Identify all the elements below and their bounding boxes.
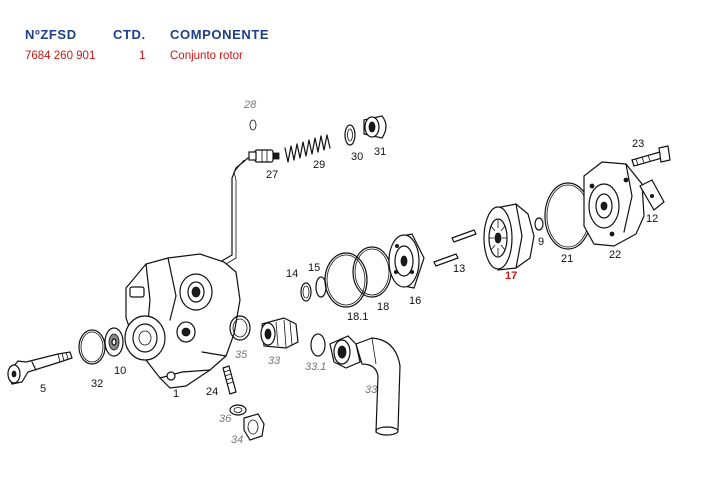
col-header-component: COMPONENTE — [170, 27, 270, 42]
callout-22: 22 — [609, 249, 621, 261]
callout-30: 30 — [351, 151, 363, 163]
part-36-washer[interactable] — [229, 404, 247, 416]
callout-12: 12 — [646, 213, 658, 225]
part-28-oring[interactable] — [249, 119, 257, 131]
part-9-oring[interactable] — [534, 217, 544, 231]
callout-28: 28 — [243, 99, 257, 111]
col-header-quantity: CTD. — [113, 27, 146, 42]
callout-35: 35 — [235, 349, 248, 361]
callout-33-right: 33 — [365, 384, 378, 396]
part-18-1-oring[interactable] — [324, 252, 368, 308]
part-29-spring[interactable] — [284, 134, 331, 163]
callout-33-left: 33 — [268, 355, 281, 367]
part-18-oring[interactable] — [352, 246, 392, 298]
callout-14: 14 — [286, 268, 298, 280]
part-23-bolt[interactable] — [631, 145, 671, 167]
part-27-valve-plug[interactable] — [248, 149, 280, 163]
callout-27: 27 — [266, 169, 278, 181]
part-12-plate[interactable] — [639, 179, 665, 211]
callout-labels: 28 27 29 30 31 23 12 9 21 22 13 17 14 15… — [40, 99, 658, 446]
part-number-value: 7684 260 901 — [25, 50, 96, 62]
callout-17: 17 — [505, 270, 517, 282]
part-14-ring[interactable] — [300, 282, 312, 302]
part-33-elbow-pipe[interactable] — [329, 335, 401, 436]
callout-18: 18 — [377, 301, 389, 313]
callout-34: 34 — [231, 434, 243, 446]
callout-23: 23 — [632, 138, 644, 150]
part-33-fitting-left[interactable] — [260, 317, 299, 349]
callout-9: 9 — [538, 236, 544, 248]
part-35-oring[interactable] — [229, 315, 251, 341]
callout-21: 21 — [561, 253, 573, 265]
callout-31: 31 — [374, 146, 386, 158]
part-33-1-oring[interactable] — [310, 333, 326, 357]
callout-10: 10 — [114, 365, 126, 377]
part-10-shaft-seal[interactable] — [104, 327, 124, 357]
callout-16: 16 — [409, 295, 421, 307]
callout-5: 5 — [40, 383, 46, 395]
part-1-pump-housing[interactable] — [124, 253, 241, 389]
quantity-value: 1 — [139, 50, 146, 62]
callout-32: 32 — [91, 378, 103, 390]
part-16-pressure-plate[interactable] — [388, 233, 425, 289]
part-30-ring[interactable] — [344, 124, 356, 146]
callout-18-1: 18.1 — [347, 311, 368, 323]
callout-15: 15 — [308, 262, 320, 274]
col-header-part-number: NºZFSD — [25, 27, 77, 42]
part-31-cap[interactable] — [363, 115, 387, 139]
parts-header: NºZFSD CTD. COMPONENTE 7684 260 901 1 Co… — [0, 0, 720, 70]
component-value: Conjunto rotor — [170, 50, 243, 62]
callout-33-1: 33.1 — [305, 361, 326, 373]
part-17-rotor-assembly[interactable] — [483, 203, 535, 271]
callout-13: 13 — [453, 263, 465, 275]
part-5-drive-shaft[interactable] — [7, 351, 73, 385]
callout-36: 36 — [219, 413, 232, 425]
callout-1: 1 — [173, 388, 179, 400]
part-34-bolt[interactable] — [243, 413, 265, 441]
part-24-stud[interactable] — [222, 365, 237, 395]
part-22-cover[interactable] — [583, 161, 645, 247]
callout-29: 29 — [313, 159, 325, 171]
part-32-oring[interactable] — [78, 329, 106, 365]
part-13-dowel-pins[interactable] — [433, 229, 477, 267]
callout-24: 24 — [206, 386, 218, 398]
